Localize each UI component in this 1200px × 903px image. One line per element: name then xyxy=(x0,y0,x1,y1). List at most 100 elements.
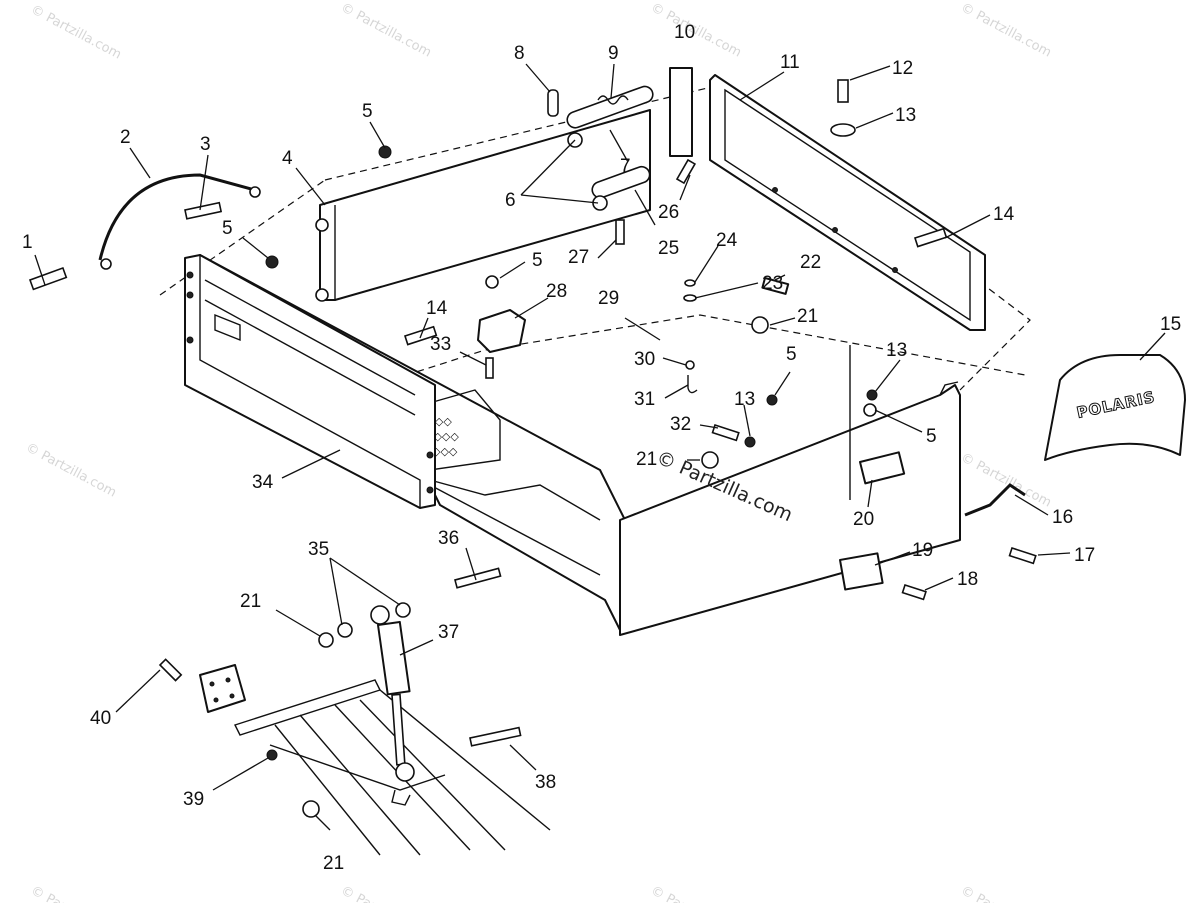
callout-22: 22 xyxy=(800,252,821,273)
callout-12: 12 xyxy=(892,58,913,79)
callout-14b: 14 xyxy=(993,204,1015,225)
bushing-35a xyxy=(337,622,353,638)
nut-21a xyxy=(751,316,769,334)
callout-5c: 5 xyxy=(532,250,543,271)
nut-5e xyxy=(863,403,877,417)
callout-34: 34 xyxy=(252,472,274,493)
hook-31 xyxy=(687,375,698,394)
callout-7: 7 xyxy=(620,156,631,177)
bolt-14b xyxy=(913,227,948,248)
callout-15: 15 xyxy=(1160,314,1181,335)
watermark-top-left: © Partzilla.com xyxy=(28,2,124,62)
callout-2: 2 xyxy=(120,127,131,148)
pin-8 xyxy=(547,89,559,117)
callout-24: 24 xyxy=(716,230,738,251)
callout-16: 16 xyxy=(1052,507,1073,528)
strap-2 xyxy=(98,173,261,270)
bolt-18 xyxy=(901,583,927,601)
nut-5a xyxy=(378,145,392,159)
watermark-top-right: © Partzilla.com xyxy=(958,0,1054,60)
callout-38: 38 xyxy=(535,772,556,793)
plate-19 xyxy=(838,552,884,591)
callout-6: 6 xyxy=(505,190,516,211)
bolt-17 xyxy=(1008,546,1037,565)
watermark-top-center-right: © Partzilla.com xyxy=(648,0,744,60)
watermark-mid-right: © Partzilla.com xyxy=(958,450,1054,510)
callout-20: 20 xyxy=(853,509,874,530)
washer-24 xyxy=(684,279,696,287)
bolt-1 xyxy=(28,267,68,291)
latch-16 xyxy=(964,483,1026,517)
bolt-40 xyxy=(158,658,183,682)
block-22 xyxy=(761,277,790,295)
callout-26: 26 xyxy=(658,202,679,223)
bushing-35b xyxy=(395,602,411,618)
callout-13c: 13 xyxy=(734,389,755,410)
callout-14a: 14 xyxy=(426,298,448,319)
callout-5e: 5 xyxy=(926,426,937,447)
bracket-28 xyxy=(477,309,526,353)
nut-5d xyxy=(766,394,778,406)
watermark-mid-left: © Partzilla.com xyxy=(23,440,119,500)
callout-19: 19 xyxy=(912,540,933,561)
callout-labels: 1 2 3 4 5 5 5 5 5 6 7 8 9 10 11 12 13 13… xyxy=(22,22,1181,874)
callout-35: 35 xyxy=(308,539,329,560)
callout-37: 37 xyxy=(438,622,459,643)
callout-32: 32 xyxy=(670,414,691,435)
callout-1: 1 xyxy=(22,232,33,253)
nut-39 xyxy=(266,749,278,761)
callout-13b: 13 xyxy=(886,340,907,361)
nut-5b xyxy=(265,255,279,269)
callout-5d: 5 xyxy=(786,344,797,365)
svg-text:◇◇◇: ◇◇◇ xyxy=(432,446,458,458)
nut-21d xyxy=(302,800,320,818)
callout-13a: 13 xyxy=(895,105,916,126)
callout-27: 27 xyxy=(568,247,589,268)
callout-25: 25 xyxy=(658,238,679,259)
label-20 xyxy=(859,451,906,485)
callout-36: 36 xyxy=(438,528,459,549)
callout-31: 31 xyxy=(634,389,655,410)
nut-13b xyxy=(744,436,756,448)
callout-8: 8 xyxy=(514,43,525,64)
callout-10: 10 xyxy=(674,22,695,43)
tailgate xyxy=(315,85,654,302)
nut-5c xyxy=(485,275,499,289)
screw-33 xyxy=(485,357,494,379)
watermark-top-center-left: © Partzilla.com xyxy=(338,0,434,60)
side-rail-left xyxy=(184,254,436,509)
callout-21b: 21 xyxy=(636,449,657,470)
callout-40: 40 xyxy=(90,708,111,729)
strip-10 xyxy=(669,67,693,157)
callout-23: 23 xyxy=(762,273,783,294)
callout-9: 9 xyxy=(608,43,619,64)
callout-29: 29 xyxy=(598,288,619,309)
callout-30: 30 xyxy=(634,349,655,370)
leader-lines xyxy=(34,63,1166,831)
callout-17: 17 xyxy=(1074,545,1095,566)
callout-21d: 21 xyxy=(323,853,344,874)
callout-39: 39 xyxy=(183,789,204,810)
callout-5b: 5 xyxy=(222,218,233,239)
watermark-bottom-2: © Partzilla.com xyxy=(338,883,434,903)
bolt-32 xyxy=(711,423,740,442)
callout-21c: 21 xyxy=(240,591,261,612)
bolt-36 xyxy=(454,567,502,589)
polaris-pad: POLARIS xyxy=(1044,354,1186,461)
front-panel xyxy=(709,74,986,331)
callout-18: 18 xyxy=(957,569,978,590)
callout-33: 33 xyxy=(430,334,451,355)
callout-21a: 21 xyxy=(797,306,818,327)
washer-13 xyxy=(830,123,856,137)
nut-21c xyxy=(318,632,334,648)
screw-26 xyxy=(675,158,697,185)
nut-13c xyxy=(866,389,878,401)
spring-9 xyxy=(597,95,629,105)
watermark-bottom-4: © Partzilla.com xyxy=(958,883,1054,903)
callout-28: 28 xyxy=(546,281,567,302)
bolt-3 xyxy=(184,201,223,220)
watermark-bottom-1: © Partzilla.com xyxy=(28,883,124,903)
bolt-12 xyxy=(837,79,849,103)
shock-37 xyxy=(370,605,415,806)
